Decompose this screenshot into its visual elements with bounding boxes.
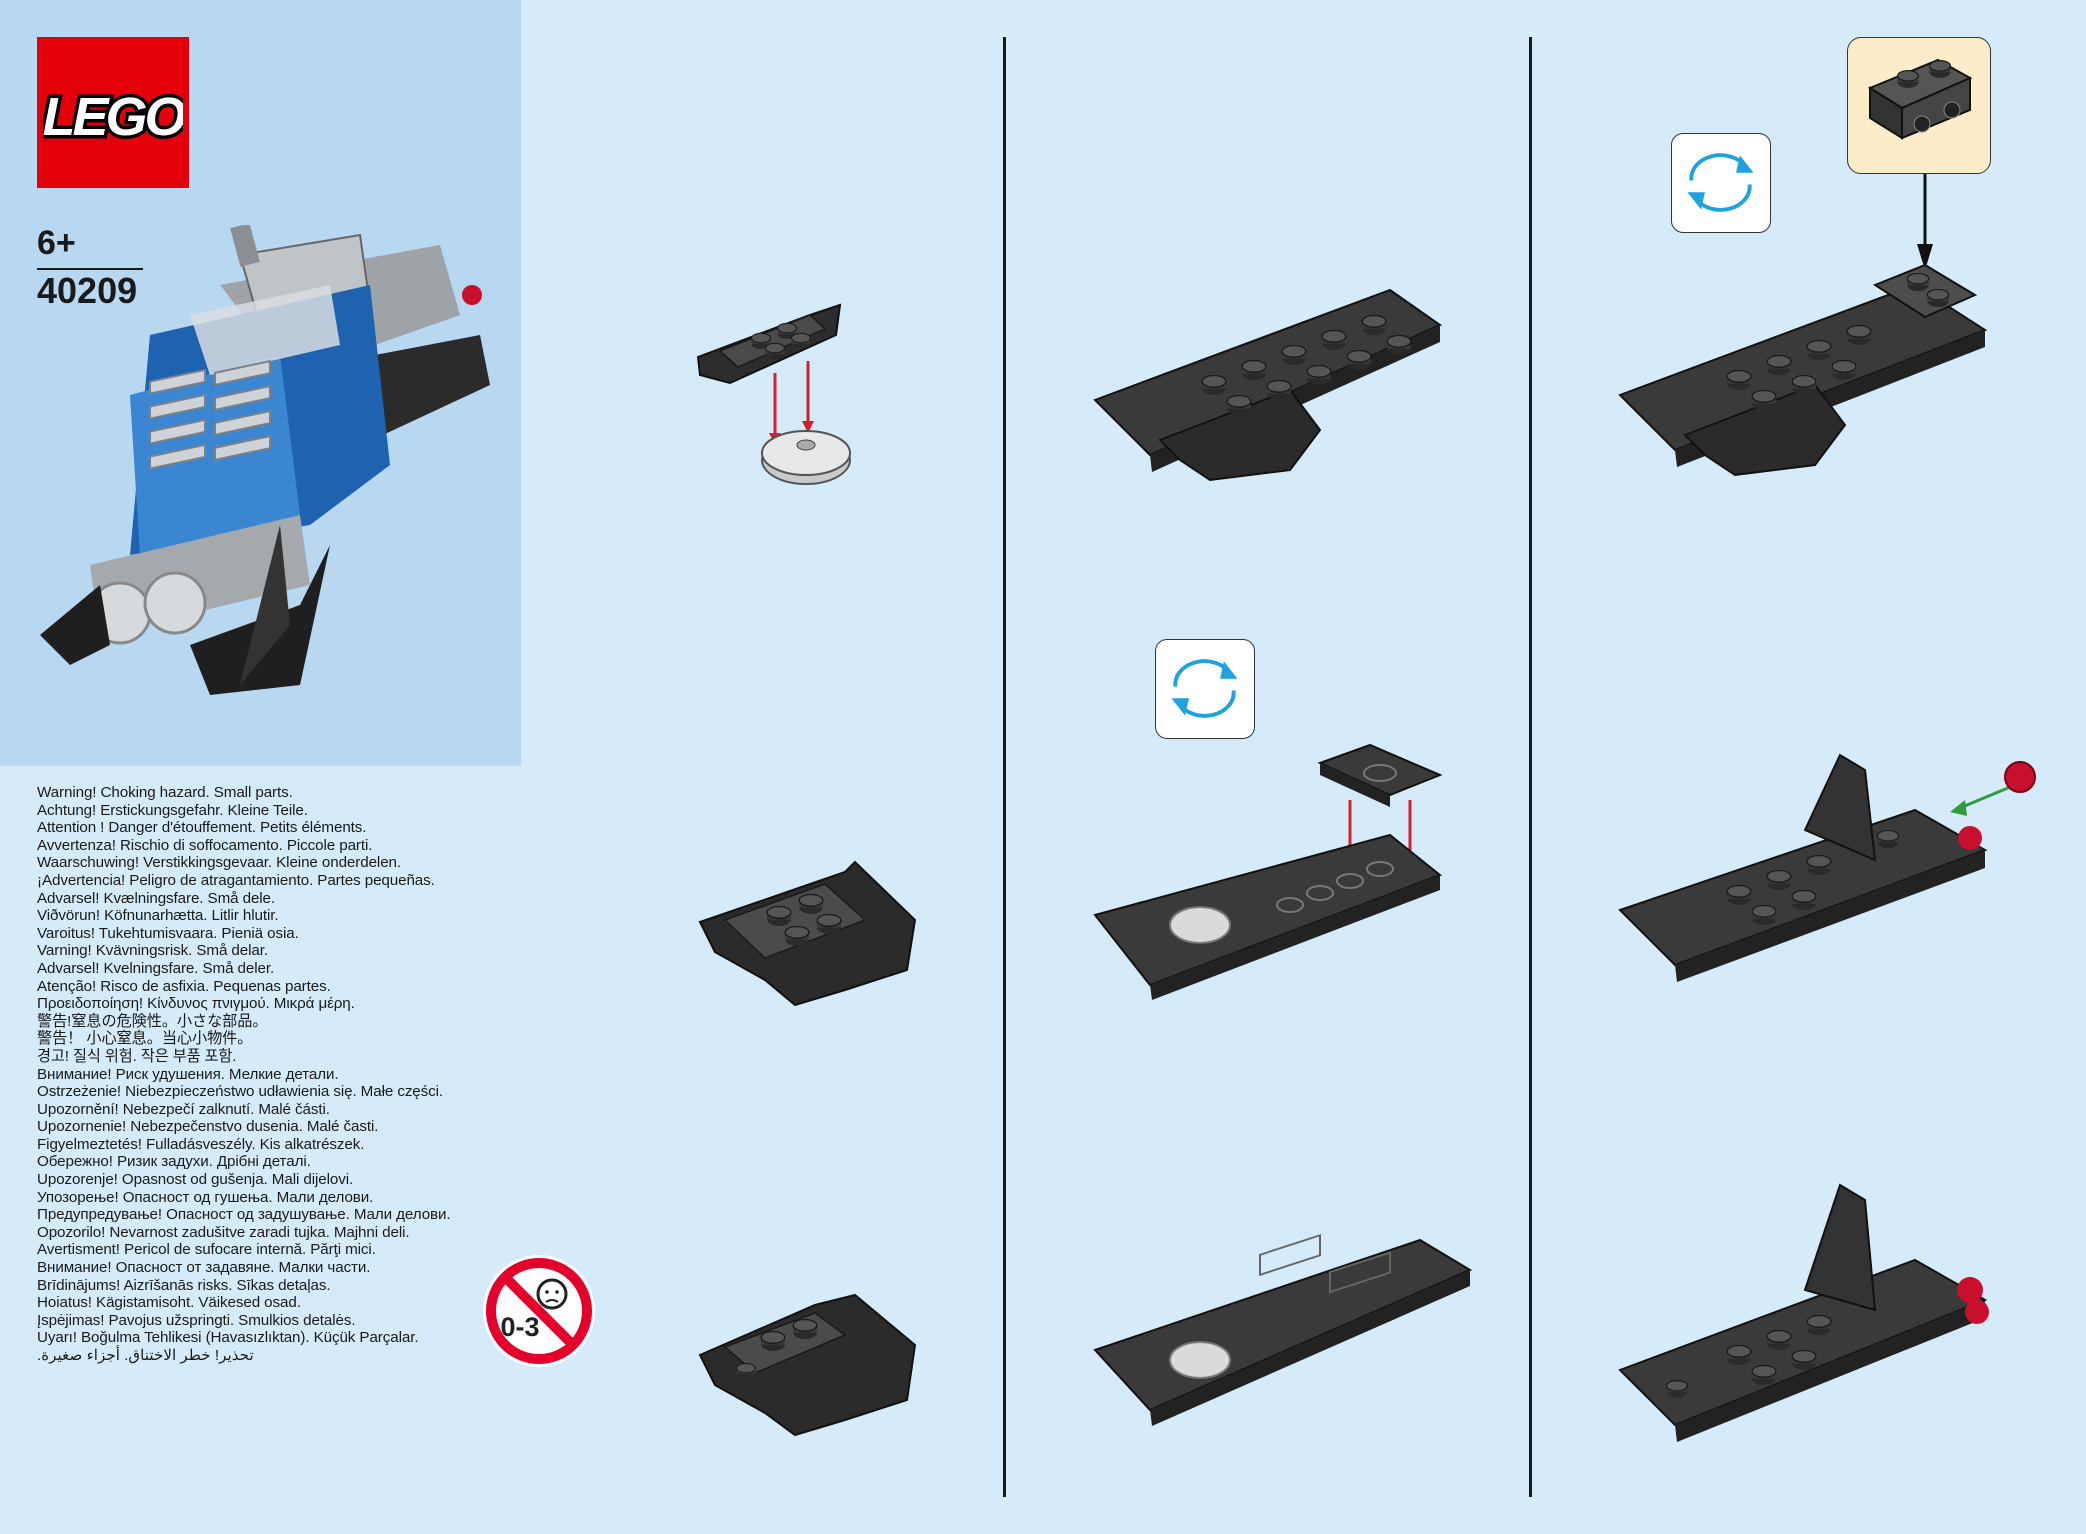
warning-line: 경고! 질식 위험. 작은 부품 포함. bbox=[37, 1047, 237, 1065]
warning-line: Warning! Choking hazard. Small parts. bbox=[37, 784, 293, 801]
warning-line: Atenção! Risco de asfixia. Pequenas part… bbox=[37, 977, 331, 995]
parts-callout-bracket bbox=[1847, 37, 1991, 174]
warning-line: Hoiatus! Kägistamisoht. Väikesed osad. bbox=[37, 1294, 301, 1312]
warning-line: Upozornenie! Nebezpečenstvo dusenia. Mal… bbox=[37, 1118, 379, 1136]
set-number: 40209 bbox=[37, 270, 138, 311]
choking-hazard-warnings: Warning! Choking hazard. Small parts. Ac… bbox=[37, 784, 507, 1365]
age-rating: 6+ bbox=[37, 224, 76, 262]
age-divider bbox=[37, 268, 143, 270]
warning-line: تحذير! خطر الاختناق. أجزاء صغيرة. bbox=[37, 1347, 254, 1364]
step-5-underside-with-tile bbox=[1093, 743, 1443, 1000]
placement-arrow bbox=[1917, 174, 1933, 270]
snowmobile-boxart-image bbox=[40, 225, 490, 695]
step-1-plate-and-round-plate bbox=[696, 303, 851, 485]
step-4-long-plate-on-skis bbox=[1093, 288, 1443, 482]
warning-line: Ostrzeżenie! Niebezpieczeństwo udławieni… bbox=[37, 1083, 444, 1101]
warning-line: Achtung! Erstickungsgefahr. Kleine Teile… bbox=[37, 801, 308, 819]
step-6-underside-complete bbox=[1093, 1233, 1473, 1426]
column-divider bbox=[1529, 37, 1532, 1497]
step-3-ski-base-assembled bbox=[698, 1293, 917, 1437]
lego-logo: LEGO bbox=[37, 37, 189, 188]
warning-line: 警告！ 小心窒息。当心小物件。 bbox=[37, 1030, 253, 1048]
column-divider bbox=[1003, 37, 1006, 1497]
warning-line: Attention ! Danger d'étouffement. Petits… bbox=[37, 819, 367, 837]
warning-line: Figyelmeztetés! Fulladásveszély. Kis alk… bbox=[37, 1135, 365, 1153]
warning-line: Advarsel! Kvelningsfare. Små deler. bbox=[37, 959, 275, 977]
warning-line: Varoitus! Tukehtumisvaara. Pieniä osia. bbox=[37, 924, 299, 942]
step-9-completed-snowmobile-base bbox=[1618, 1183, 1989, 1442]
warning-line: Upozorenje! Opasnost od gušenja. Mali di… bbox=[37, 1171, 354, 1189]
warning-line: 警告!窒息の危険性。小さな部品。 bbox=[37, 1012, 268, 1030]
bracket-part-icon bbox=[1867, 58, 1973, 140]
warning-line: Upozornění! Nebezpečí zalknutí. Malé čás… bbox=[37, 1100, 330, 1118]
warning-line: Viðvörun! Köfnunarhætta. Litlir hlutir. bbox=[37, 907, 279, 925]
warning-line: Προειδοποίηση! Κίνδυνος πνιγμού. Μικρά μ… bbox=[37, 995, 355, 1013]
warning-line: Внимание! Опасност от задавяне. Малки ча… bbox=[37, 1259, 371, 1277]
rotate-model-indicator bbox=[1671, 133, 1771, 233]
warning-line: Avertisment! Pericol de sufocare internă… bbox=[37, 1241, 376, 1259]
warning-line: Brīdinājums! Aizrīšanās risks. Sīkas det… bbox=[37, 1276, 331, 1294]
rotate-icon bbox=[1685, 153, 1756, 212]
warning-line: Opozorilo! Nevarnost zadušitve zaradi tu… bbox=[37, 1223, 410, 1241]
warning-line: Waarschuwing! Verstikkingsgevaar. Kleine… bbox=[37, 854, 402, 872]
lego-logo-text: LEGO bbox=[43, 87, 183, 147]
step-8-windscreen-and-lights bbox=[1618, 753, 2036, 982]
warning-line: Varning! Kvävningsrisk. Små delar. bbox=[37, 942, 268, 960]
warning-line: Предупредување! Опасност од задушување. … bbox=[37, 1206, 451, 1224]
warning-line: Обережно! Ризик задухи. Дрібні деталі. bbox=[37, 1153, 311, 1171]
step-2-ski-base bbox=[698, 860, 917, 1007]
age-badge-text: 0-3 bbox=[500, 1312, 539, 1342]
not-for-under-3-icon: 0-3 bbox=[483, 1255, 595, 1367]
warning-line: Упозорење! Опасност од гушења. Мали дело… bbox=[37, 1188, 374, 1206]
warning-line: Įspėjimas! Pavojus užspringti. Smulkios … bbox=[37, 1311, 356, 1329]
warning-line: ¡Advertencia! Peligro de atragantamiento… bbox=[37, 871, 435, 889]
warning-line: Uyarı! Boğulma Tehlikesi (Havasızlıktan)… bbox=[37, 1329, 419, 1347]
warning-line: Avvertenza! Rischio di soffocamento. Pic… bbox=[37, 836, 373, 854]
rotate-icon bbox=[1169, 659, 1240, 718]
step-7-bracket-added bbox=[1618, 263, 1988, 477]
warning-line: Внимание! Риск удушения. Мелкие детали. bbox=[37, 1065, 339, 1083]
rotate-model-indicator bbox=[1155, 639, 1255, 739]
warning-line: Advarsel! Kvælningsfare. Små dele. bbox=[37, 889, 276, 907]
cover-panel: LEGO 6+ 40209 bbox=[0, 0, 521, 766]
